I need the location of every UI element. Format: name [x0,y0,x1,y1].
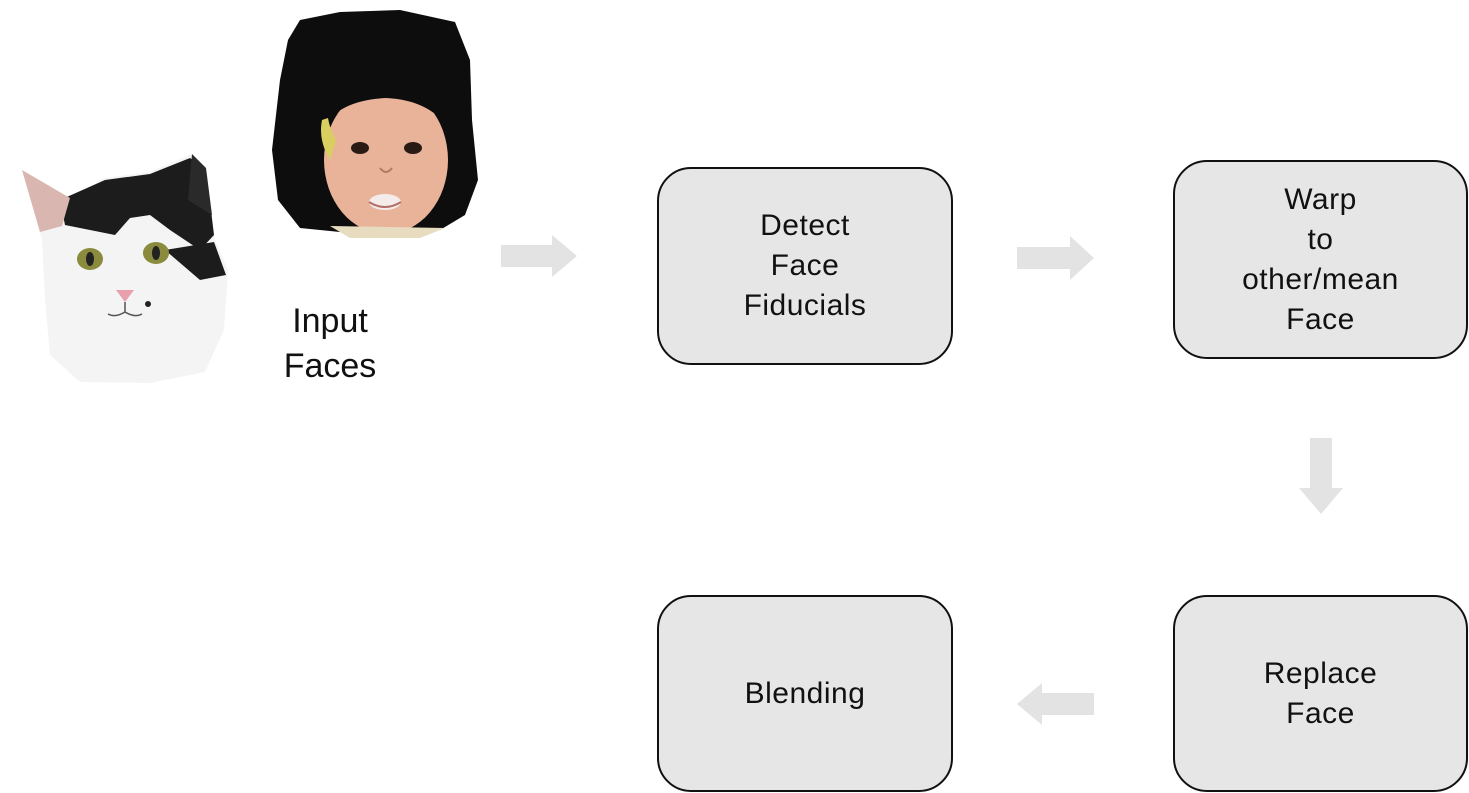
arrow-right-icon [1017,236,1094,280]
step-blending: Blending [657,595,953,792]
input-label-line: Input [292,302,368,340]
step-label-line: Blending [744,676,866,710]
input-faces-label: Input Faces [270,299,390,389]
arrow-down-icon [1299,438,1343,514]
step-label-line: Face [770,249,840,282]
step-label-line: Detect [760,209,850,242]
step-label-line: Face [1286,696,1355,730]
step-warp-to-mean-face: Warp to other/mean Face [1173,160,1468,359]
arrow-left-icon [1017,683,1094,725]
cat-face-image [22,154,228,383]
step-label-line: Replace [1263,656,1378,690]
step-label-line: Fiducials [743,289,867,322]
arrow-right-icon [501,235,577,277]
child-face-image [272,10,478,238]
input-label-line: Faces [283,347,377,385]
step-label-line: other/mean [1242,262,1399,296]
step-label-line: Face [1286,302,1355,336]
step-label-line: to [1307,222,1334,256]
step-detect-face-fiducials: Detect Face Fiducials [657,167,953,365]
step-label-line: Warp [1284,182,1357,216]
step-replace-face: Replace Face [1173,595,1468,792]
